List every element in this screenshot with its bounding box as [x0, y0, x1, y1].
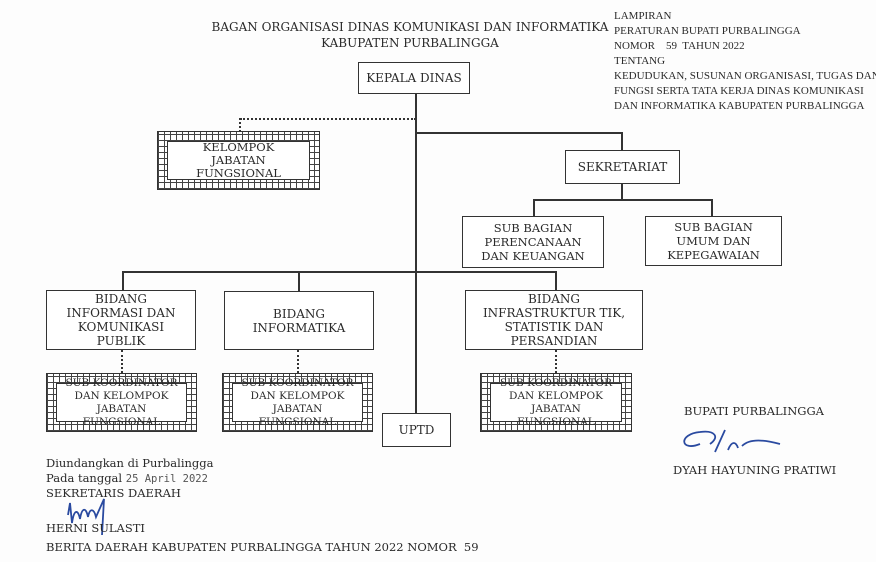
bupati-signature	[683, 429, 781, 453]
lampiran-line: PERATURAN BUPATI PURBALINGGA	[614, 25, 801, 37]
kelompok-jabatan-fungsional-box: KELOMPOK JABATAN FUNGSIONAL	[157, 131, 320, 190]
connector-line	[533, 199, 713, 201]
bidang-informatika-box: BIDANG INFORMATIKA	[224, 291, 374, 350]
bidang-informasi-box: BIDANG INFORMASI DAN KOMUNIKASI PUBLIK	[46, 290, 196, 350]
main-vertical-line	[415, 94, 417, 416]
date-stamp: 25 April 2022	[125, 473, 208, 485]
dotted-connector	[555, 350, 557, 373]
connector-line	[298, 271, 300, 291]
box-label: UPTD	[398, 423, 435, 437]
lampiran-line: TENTANG	[614, 55, 666, 67]
title-line-2: KABUPATEN PURBALINGGA	[321, 36, 499, 50]
box-label: SUB KOORDINATOR DAN KELOMPOK JABATAN FUN…	[241, 376, 354, 428]
pada-tanggal-label: Pada tanggal	[46, 471, 123, 485]
title-line-1: BAGAN ORGANISASI DINAS KOMUNIKASI DAN IN…	[211, 20, 609, 34]
box-label: SUB BAGIAN UMUM DAN KEPEGAWAIAN	[667, 220, 760, 262]
pada-tanggal-row: Pada tanggal 25 April 2022	[46, 471, 208, 486]
box-label: BIDANG INFORMASI DAN KOMUNIKASI PUBLIK	[66, 292, 176, 348]
lampiran-line: LAMPIRAN	[614, 10, 672, 22]
box-label: KEPALA DINAS	[366, 71, 462, 85]
dotted-connector	[121, 350, 123, 373]
connector-line	[621, 184, 623, 200]
lampiran-line: NOMOR 59 TAHUN 2022	[614, 40, 745, 52]
diundangkan-text: Diundangkan di Purbalingga	[46, 456, 214, 470]
connector-line	[533, 199, 535, 216]
connector-line	[555, 271, 557, 290]
sekda-signature	[67, 498, 105, 536]
sekda-title: SEKRETARIS DAERAH	[46, 486, 181, 500]
dotted-connector	[240, 118, 416, 120]
berita-daerah-text: BERITA DAERAH KABUPATEN PURBALINGGA TAHU…	[46, 540, 479, 554]
box-label: SUB BAGIAN PERENCANAAN DAN KEUANGAN	[481, 221, 585, 263]
bupati-title: BUPATI PURBALINGGA	[684, 404, 824, 418]
sekda-name: HERNI SULASTI	[46, 521, 145, 535]
chart-title: BAGAN ORGANISASI DINAS KOMUNIKASI DAN IN…	[200, 19, 620, 51]
dotted-connector	[239, 118, 241, 132]
bidang-infrastruktur-box: BIDANG INFRASTRUKTUR TIK, STATISTIK DAN …	[465, 290, 643, 350]
box-label: SUB KOORDINATOR DAN KELOMPOK JABATAN FUN…	[65, 376, 178, 428]
lampiran-line: DAN INFORMATIKA KABUPATEN PURBALINGGA	[614, 100, 865, 112]
lampiran-line: FUNGSI SERTA TATA KERJA DINAS KOMUNIKASI	[614, 85, 864, 97]
box-label: BIDANG INFRASTRUKTUR TIK, STATISTIK DAN …	[482, 292, 626, 348]
sub-koordinator-box-3: SUB KOORDINATOR DAN KELOMPOK JABATAN FUN…	[480, 373, 632, 432]
lampiran-line: KEDUDUKAN, SUSUNAN ORGANISASI, TUGAS DAN	[614, 70, 876, 82]
uptd-box: UPTD	[382, 413, 451, 447]
dotted-connector	[297, 350, 299, 373]
sub-koordinator-box-2: SUB KOORDINATOR DAN KELOMPOK JABATAN FUN…	[222, 373, 373, 432]
sekretariat-box: SEKRETARIAT	[565, 150, 680, 184]
sub-bagian-perencanaan-box: SUB BAGIAN PERENCANAAN DAN KEUANGAN	[462, 216, 604, 268]
box-label: KELOMPOK JABATAN FUNGSIONAL	[196, 140, 281, 180]
sub-koordinator-box-1: SUB KOORDINATOR DAN KELOMPOK JABATAN FUN…	[46, 373, 197, 432]
box-label: SUB KOORDINATOR DAN KELOMPOK JABATAN FUN…	[499, 376, 613, 428]
kepala-dinas-box: KEPALA DINAS	[358, 62, 470, 94]
connector-line	[122, 271, 557, 273]
lampiran-block: LAMPIRAN PERATURAN BUPATI PURBALINGGA NO…	[614, 9, 876, 114]
connector-line	[416, 132, 623, 134]
box-label: SEKRETARIAT	[577, 160, 668, 174]
connector-line	[122, 271, 124, 290]
connector-line	[711, 199, 713, 216]
bupati-name: DYAH HAYUNING PRATIWI	[673, 463, 837, 477]
connector-line	[621, 132, 623, 150]
box-label: BIDANG INFORMATIKA	[252, 306, 346, 335]
sub-bagian-umum-box: SUB BAGIAN UMUM DAN KEPEGAWAIAN	[645, 216, 782, 266]
